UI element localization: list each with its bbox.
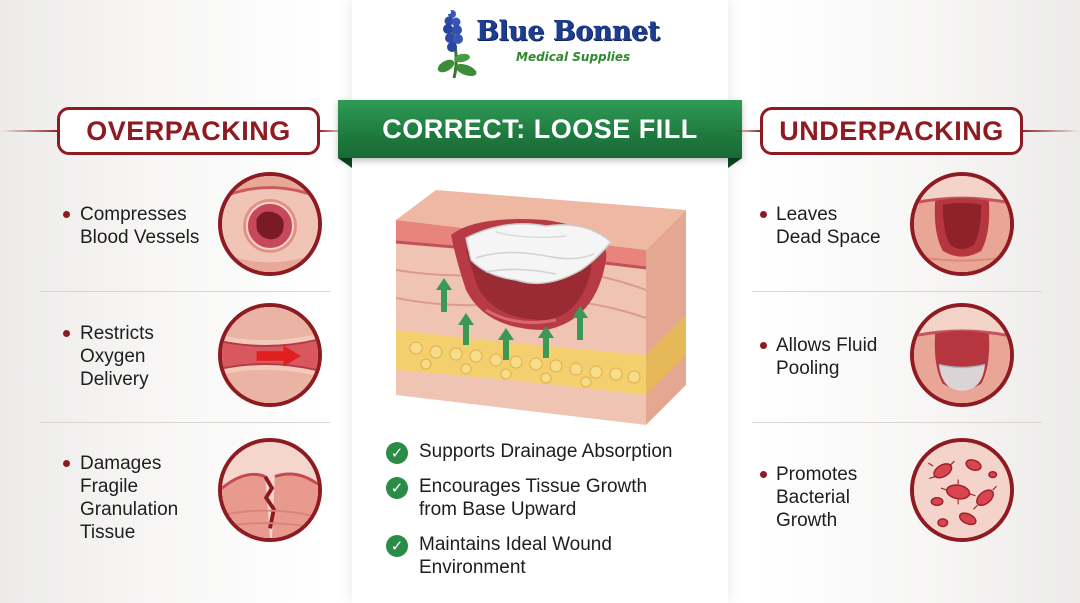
dead-space-icon xyxy=(910,172,1014,276)
underpacking-heading: UNDERPACKING xyxy=(760,107,1023,155)
company-logo: Blue Bonnet Medical Supplies xyxy=(436,8,660,82)
benefit-text: Supports Drainage Absorption xyxy=(419,440,673,463)
item-line: Bacterial xyxy=(776,487,850,508)
item-line: Allows Fluid xyxy=(776,335,878,356)
benefit-line: Encourages Tissue Growth xyxy=(419,476,648,497)
divider xyxy=(752,291,1042,292)
bullet xyxy=(760,342,767,349)
item-line: Delivery xyxy=(80,369,149,390)
bullet xyxy=(63,460,70,467)
overpacking-item-3-text: Damages Fragile Granulation Tissue xyxy=(80,452,178,544)
overpacking-heading: OVERPACKING xyxy=(57,107,320,155)
underpacking-item-2-text: Allows Fluid Pooling xyxy=(776,334,877,380)
check-icon: ✓ xyxy=(386,477,408,499)
benefit-line: from Base Upward xyxy=(419,499,577,520)
bullet xyxy=(760,211,767,218)
divider xyxy=(40,422,330,423)
item-line: Fragile xyxy=(80,476,139,497)
item-line: Granulation xyxy=(80,499,179,520)
item-line: Dead Space xyxy=(776,227,881,248)
bluebonnet-flower-icon xyxy=(437,10,477,79)
bacteria-icon xyxy=(910,438,1014,542)
check-icon: ✓ xyxy=(386,535,408,557)
benefit-line: Supports Drainage Absorption xyxy=(419,441,673,462)
fluid-pooling-icon xyxy=(910,303,1014,407)
heading-rule-right-inner xyxy=(732,130,762,132)
logo-subtitle: Medical Supplies xyxy=(516,50,631,64)
item-line: Compresses xyxy=(80,204,187,225)
underpacking-item-1-text: Leaves Dead Space xyxy=(776,203,881,249)
item-line: Oxygen xyxy=(80,346,146,367)
benefit-text: Encourages Tissue Growth from Base Upwar… xyxy=(419,475,647,521)
loose-gauze-wound-icon xyxy=(396,180,686,425)
overpacking-item-1-text: Compresses Blood Vessels xyxy=(80,203,199,249)
bullet xyxy=(63,330,70,337)
compressed-vessel-icon xyxy=(218,172,322,276)
benefit-line: Environment xyxy=(419,557,526,578)
benefit-text: Maintains Ideal Wound Environment xyxy=(419,533,612,579)
divider xyxy=(40,291,330,292)
correct-banner: CORRECT: LOOSE FILL xyxy=(338,100,742,158)
bullet xyxy=(63,211,70,218)
item-line: Growth xyxy=(776,510,838,531)
heading-rule-left xyxy=(0,130,60,132)
underpacking-item-3-text: Promotes Bacterial Growth xyxy=(776,463,857,532)
item-line: Damages xyxy=(80,453,162,474)
item-line: Tissue xyxy=(80,522,136,543)
banner-fold-left xyxy=(338,158,352,168)
item-line: Pooling xyxy=(776,358,840,379)
restricted-flow-icon xyxy=(218,303,322,407)
overpacking-item-2-text: Restricts Oxygen Delivery xyxy=(80,322,154,391)
torn-tissue-icon xyxy=(218,438,322,542)
banner-fold-right xyxy=(728,158,742,168)
heading-rule-left-inner xyxy=(318,130,348,132)
bullet xyxy=(760,471,767,478)
item-line: Restricts xyxy=(80,323,154,344)
heading-rule-right xyxy=(1020,130,1080,132)
logo-title: Blue Bonnet xyxy=(476,16,660,47)
item-line: Blood Vessels xyxy=(80,227,200,248)
item-line: Leaves xyxy=(776,204,838,225)
check-icon: ✓ xyxy=(386,442,408,464)
divider xyxy=(752,422,1042,423)
benefit-line: Maintains Ideal Wound xyxy=(419,534,612,555)
item-line: Promotes xyxy=(776,464,858,485)
